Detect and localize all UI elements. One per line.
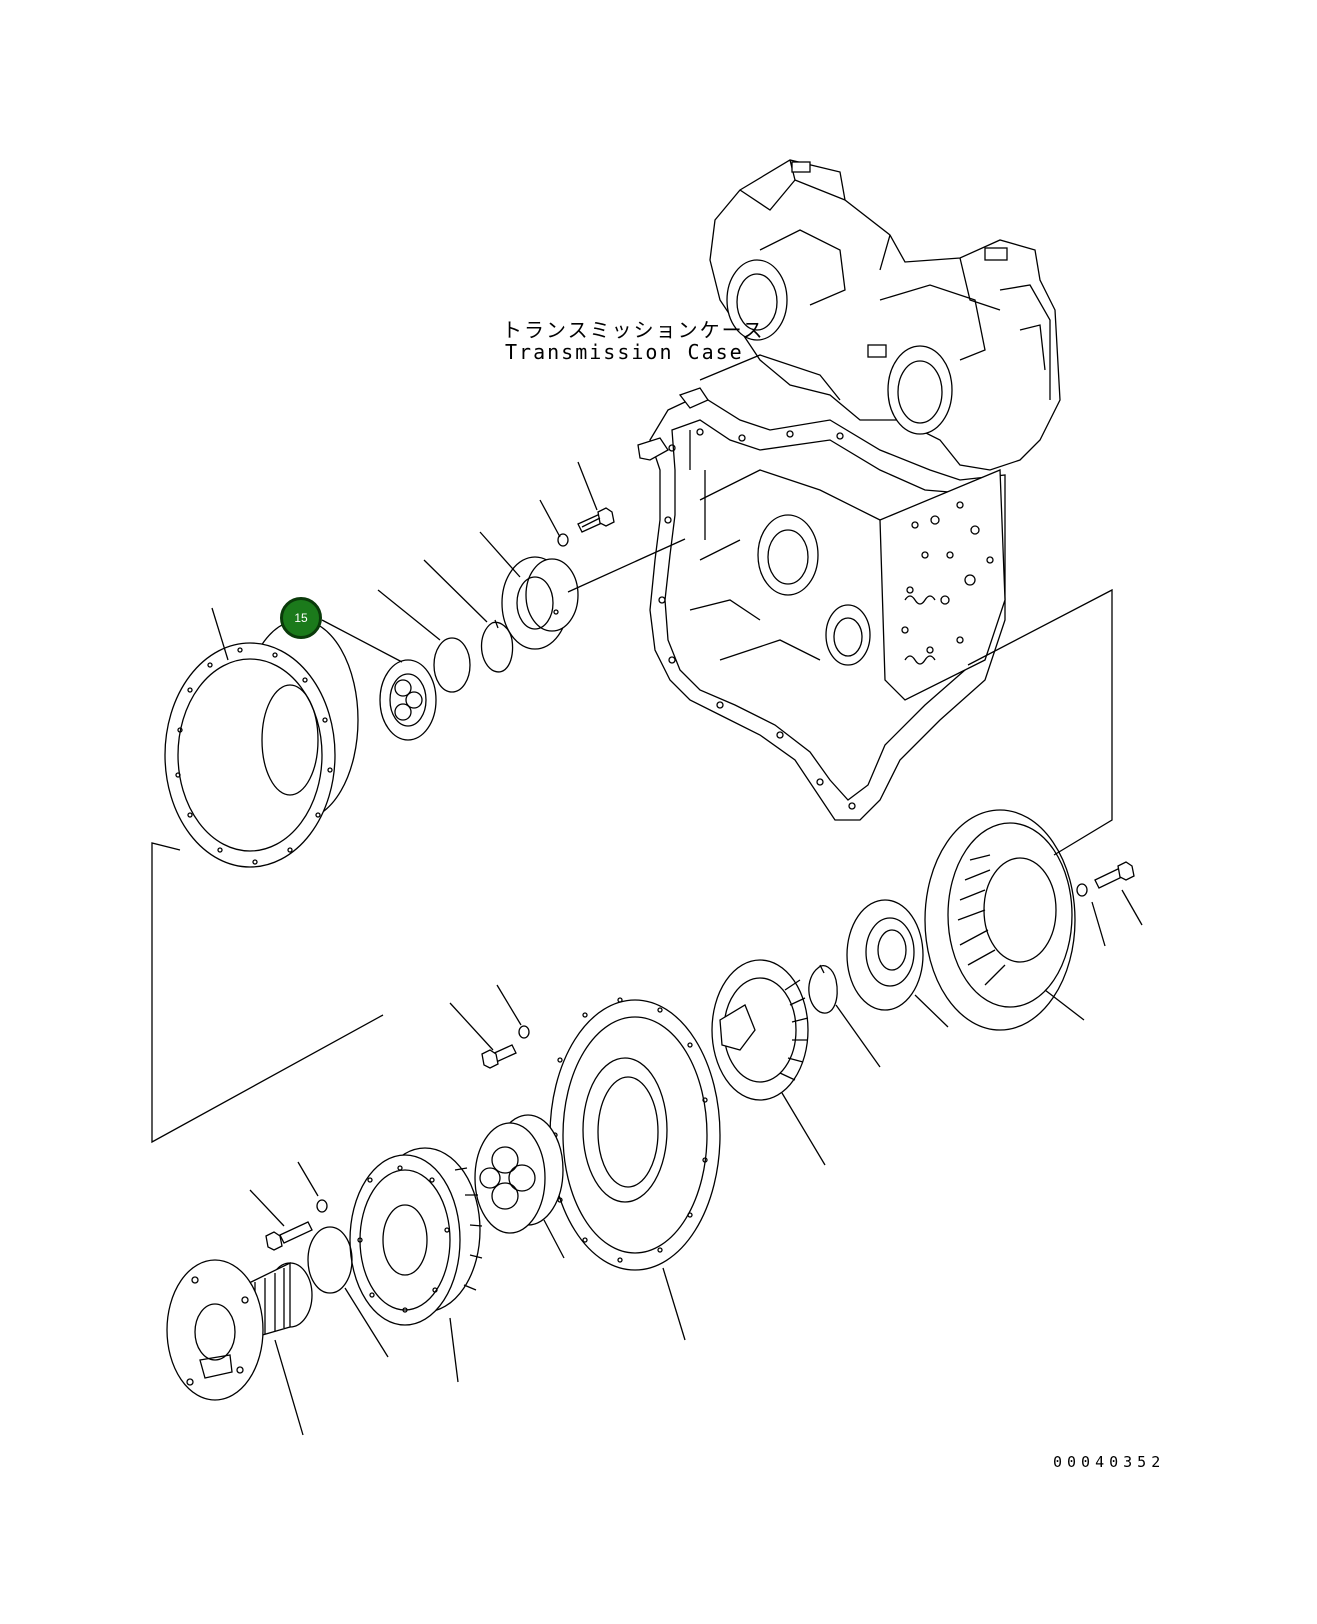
leader-lines [151,461,1143,1436]
bolt-middle [481,1044,517,1069]
washer-middle [518,1025,530,1039]
impeller-housing [549,997,721,1271]
transmission-case [637,159,1061,821]
washer-lower [316,1199,328,1213]
bolt-upper [577,507,615,533]
transmission-case-label-jp: トランスミッションケース [502,318,765,342]
callout-15-number: 15 [294,611,308,625]
transmission-case-label-en: Transmission Case [505,340,744,364]
snap-ring-right [808,964,838,1014]
turbine [711,959,809,1101]
gear-lower [349,1147,483,1326]
cover-plate [501,556,579,650]
snap-ring-upper [480,619,514,673]
washer-upper [557,533,569,547]
stator [924,809,1076,1031]
o-ring-lower [307,1226,353,1294]
bolt-right [1094,861,1135,889]
drawing-number: 00040352 [1053,1453,1166,1471]
ring-gear-housing [164,619,359,868]
bearing-15 [379,659,437,741]
callout-15-marker[interactable]: 15 [280,597,322,639]
pump-drive [846,899,924,1011]
o-ring-upper [433,637,471,693]
bolt-lower [265,1221,313,1251]
washer-right [1076,883,1088,897]
bearing-lower [474,1114,564,1234]
output-flange-shaft [166,1259,313,1401]
